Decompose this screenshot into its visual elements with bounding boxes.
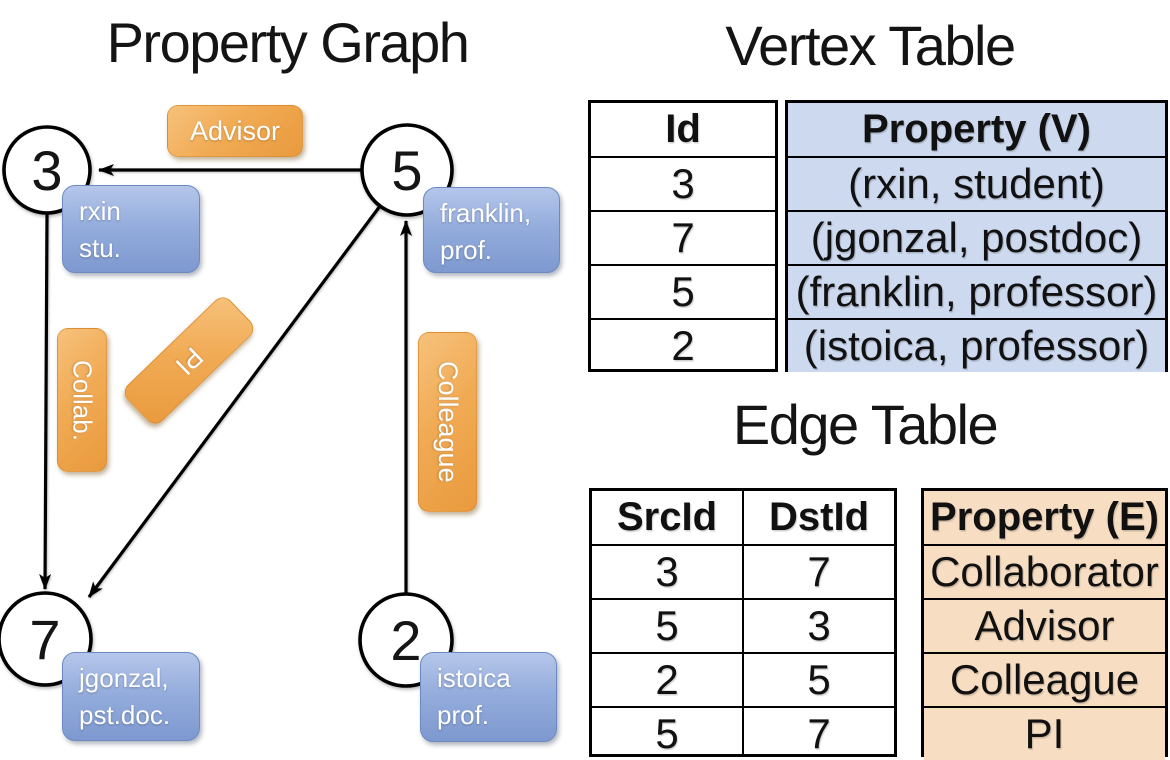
vertex-table-property-column: Property (V) (rxin, student) (jgonzal, p… [785, 100, 1168, 372]
edge-table-cell: Colleague [924, 652, 1165, 706]
vertex-table-cell: 7 [591, 210, 775, 264]
vertex-property-line: prof. [437, 700, 490, 730]
edge-table-cell: 5 [592, 598, 742, 652]
vertex-property-box-7: jgonzal, pst.doc. [62, 652, 200, 741]
vertex-property-line: franklin, [440, 198, 532, 228]
vertex-table-cell: 5 [591, 264, 775, 318]
vertex-id-3: 3 [31, 138, 63, 202]
edge-collab-arrow [39, 213, 52, 590]
vertex-property-line: jgonzal, [79, 663, 169, 693]
vertex-property-box-3: rxin stu. [62, 185, 200, 273]
property-graph-title: Property Graph [106, 11, 470, 74]
edge-table-cell: 5 [592, 706, 742, 760]
edge-table-cell: 5 [744, 652, 894, 706]
vertex-property-line: istoica [437, 663, 511, 693]
vertex-id-5: 5 [391, 138, 423, 202]
vertex-id-7: 7 [29, 607, 61, 671]
edge-table-dstid-column: DstId 7 3 5 7 [744, 491, 894, 757]
vertex-table-cell: (jgonzal, postdoc) [788, 210, 1165, 264]
edge-label-text: Advisor [189, 115, 281, 146]
graph-diagram [0, 123, 454, 688]
edge-label-text: Collab. [67, 359, 98, 441]
vertex-table-title: Vertex Table [725, 14, 1016, 77]
vertex-property-line: prof. [440, 235, 493, 265]
edge-label-text: Colleague [433, 361, 463, 483]
edge-table-srcid-column: SrcId 3 5 2 5 [592, 491, 744, 757]
vertex-property-line: stu. [79, 233, 121, 263]
edge-table-header-dstid: DstId [769, 495, 869, 539]
edge-table-cell: 7 [744, 544, 894, 598]
vertex-property-box-2: istoica prof. [420, 652, 557, 742]
edge-table-title: Edge Table [732, 393, 999, 456]
edge-table-cell: PI [924, 706, 1165, 760]
edge-label-text: PI [169, 341, 209, 381]
vertex-id-2: 2 [390, 608, 422, 672]
vertex-table-cell: (rxin, student) [788, 156, 1165, 210]
edge-table-cell: 3 [592, 544, 742, 598]
edge-table-cell: 7 [744, 706, 894, 760]
edge-table-header-srcid: SrcId [616, 495, 718, 539]
edge-table-ids-columns: SrcId 3 5 2 5 DstId 7 3 5 7 [589, 488, 897, 757]
vertex-table-header-id: Id [665, 107, 701, 151]
vertex-table-cell: (franklin, professor) [788, 264, 1165, 318]
edge-label-colleague: Colleague [418, 332, 477, 512]
edge-label-advisor: Advisor [167, 105, 303, 157]
vertex-table-header-property: Property (V) [788, 103, 1165, 156]
vertex-property-line: rxin [79, 196, 121, 226]
edge-table-cell: Collaborator [924, 544, 1165, 598]
vertex-property-box-5: franklin, prof. [423, 187, 560, 273]
edge-table-property-column: Property (E) Collaborator Advisor Collea… [921, 488, 1168, 760]
vertex-table-cell: 2 [591, 318, 775, 372]
edge-table-cell: Advisor [924, 598, 1165, 652]
edge-table-cell: 2 [592, 652, 742, 706]
edge-table-cell: 3 [744, 598, 894, 652]
vertex-table-cell: (istoica, professor) [788, 318, 1165, 372]
edge-pi-arrow [87, 205, 382, 598]
edge-table-header-property: Property (E) [924, 491, 1165, 544]
edge-label-collab: Collab. [57, 328, 107, 472]
vertex-table-id-column: Id 3 7 5 2 [588, 100, 778, 372]
vertex-table-cell: 3 [591, 156, 775, 210]
vertex-property-line: pst.doc. [79, 700, 171, 730]
